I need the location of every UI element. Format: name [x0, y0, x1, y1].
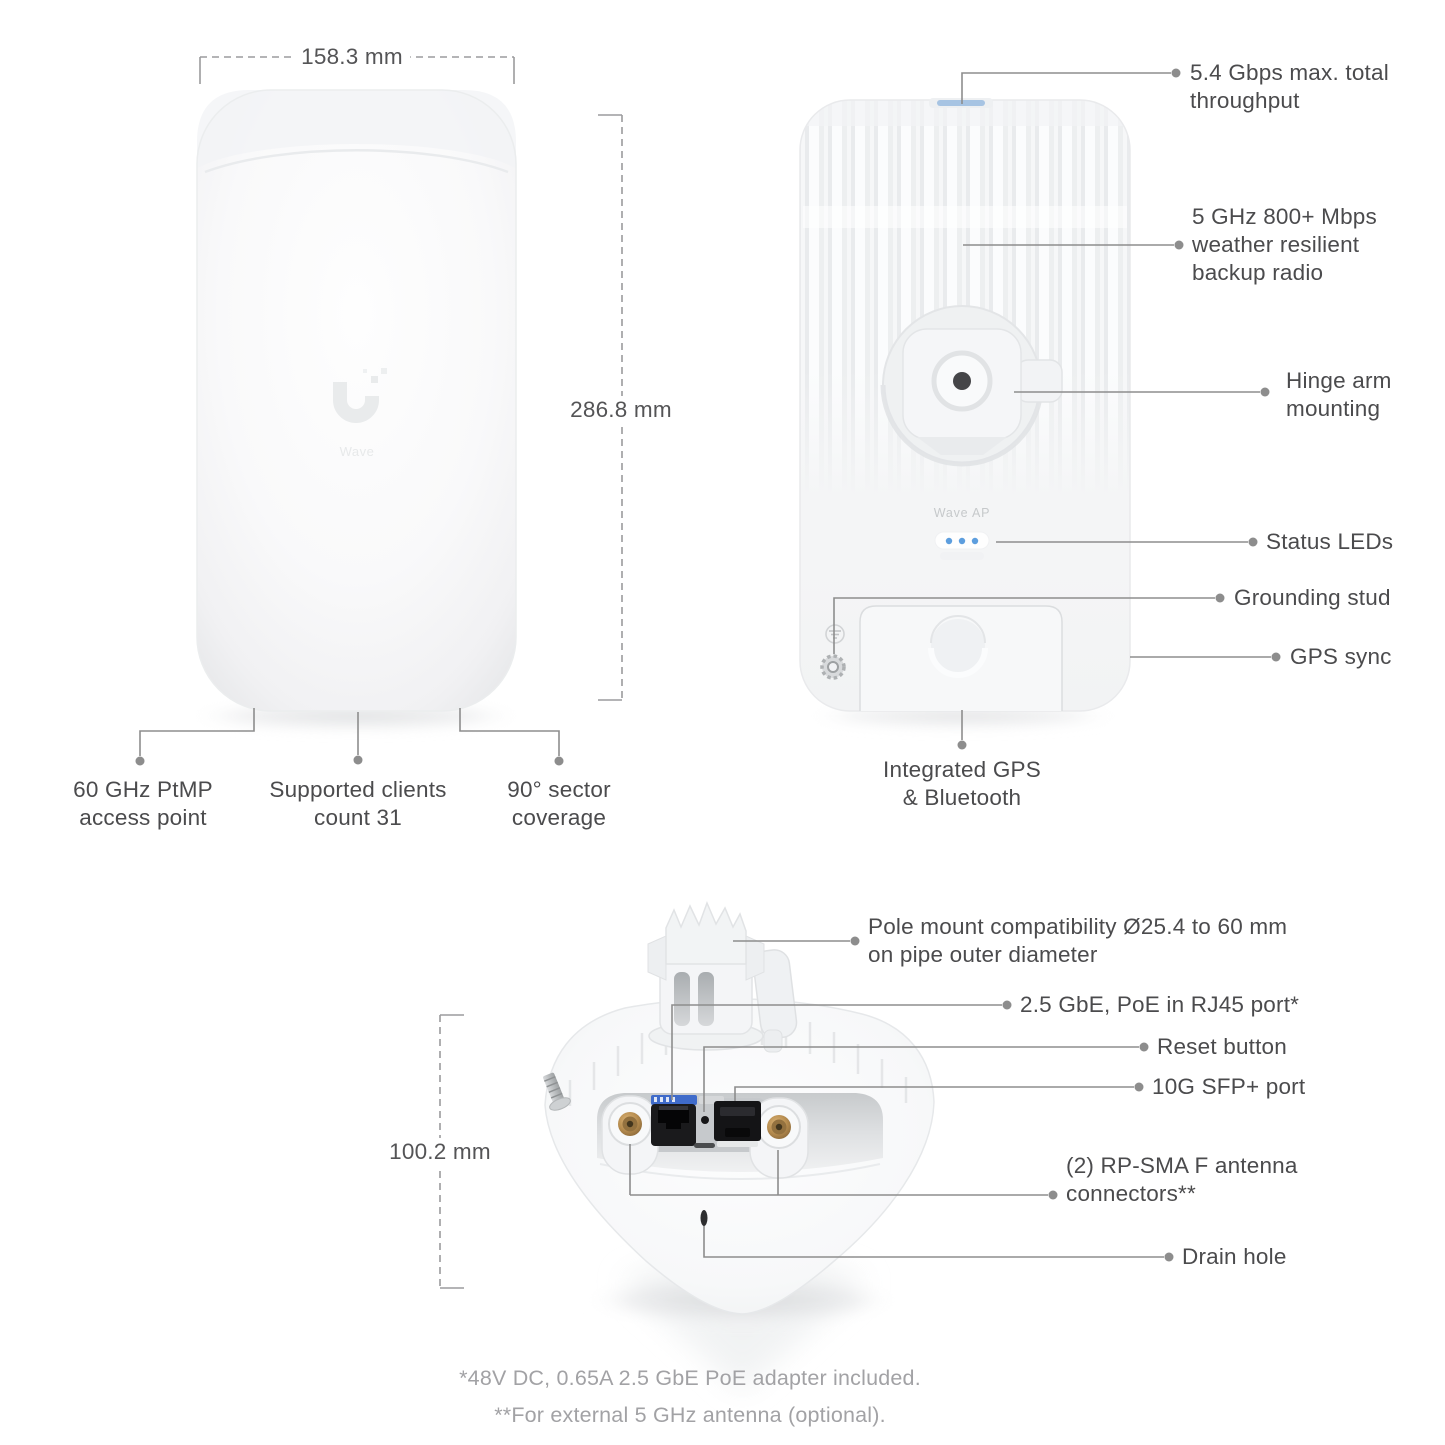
front-width-dimension: 158.3 mm [294, 43, 410, 71]
callout-line: Supported clients [269, 777, 447, 802]
back-device-label: Wave AP [933, 506, 991, 520]
rp-sma-connector-right-icon [757, 1105, 801, 1149]
callout-rj45-port: 2.5 GbE, PoE in RJ45 port* [1020, 992, 1300, 1017]
callout-line: backup radio [1192, 260, 1324, 285]
bottom-plate-icon [859, 605, 1063, 711]
front-height-dimension: 286.8 mm [563, 396, 679, 424]
callout-line: 90° sector [507, 777, 611, 802]
callout-grounding-stud: Grounding stud [1234, 585, 1391, 610]
callout-supported-clients: Supported clients count 31 [269, 776, 446, 832]
hinge-arm-mount-icon [880, 305, 1063, 467]
status-leds-icon [934, 531, 990, 560]
callout-line: 5 GHz 800+ Mbps [1192, 204, 1377, 229]
callout-drain-hole: Drain hole [1182, 1244, 1287, 1269]
callout-backup-radio: 5 GHz 800+ Mbps weather resilient backup… [1192, 203, 1377, 287]
callout-sfp-port: 10G SFP+ port [1152, 1074, 1306, 1099]
sfp-port-icon [714, 1101, 761, 1147]
front-logo-wordmark: Wave [339, 444, 375, 459]
rp-sma-connector-left-icon [608, 1102, 652, 1146]
callout-line: connectors** [1066, 1181, 1196, 1206]
callout-line: throughput [1190, 88, 1300, 113]
reset-button-icon [694, 1116, 715, 1148]
callout-integrated-gps: Integrated GPS & Bluetooth [883, 756, 1041, 812]
front-device-illustration [184, 89, 528, 731]
callout-throughput: 5.4 Gbps max. total throughput [1190, 59, 1389, 115]
callout-dots [135, 68, 1281, 1262]
callout-pole-mount: Pole mount compatibility Ø25.4 to 60 mm … [868, 913, 1287, 969]
callout-antenna-connectors: (2) RP-SMA F antenna connectors** [1066, 1152, 1298, 1208]
callout-hinge-arm: Hinge arm mounting [1286, 367, 1392, 423]
back-device-illustration [799, 98, 1131, 729]
callout-lines [139, 72, 1271, 1258]
ubiquiti-u-logo-icon [333, 368, 387, 423]
callout-sector-coverage: 90° sector coverage [507, 776, 611, 832]
footnote-external-antenna: **For external 5 GHz antenna (optional). [494, 1403, 886, 1427]
callout-60ghz-ptmp: 60 GHz PtMP access point [73, 776, 213, 832]
callout-status-leds: Status LEDs [1266, 529, 1394, 554]
callout-gps-sync: GPS sync [1290, 644, 1392, 669]
callout-line: 5.4 Gbps max. total [1190, 60, 1389, 85]
callout-reset-button: Reset button [1157, 1034, 1287, 1059]
callout-line: count 31 [314, 805, 402, 830]
drain-hole-icon [700, 1210, 708, 1226]
callout-line: & Bluetooth [902, 785, 1022, 810]
callout-line: 60 GHz PtMP [73, 777, 213, 802]
bottom-device-illustration [543, 900, 935, 1392]
bottom-height-dimension: 100.2 mm [382, 1138, 498, 1166]
rj45-port-icon [651, 1095, 724, 1146]
callout-line: mounting [1286, 396, 1381, 421]
pole-mount-icon [647, 900, 798, 1053]
callout-line: coverage [511, 805, 607, 830]
gps-antenna-strip-icon [937, 100, 985, 106]
callout-line: on pipe outer diameter [868, 942, 1098, 967]
callout-line: access point [79, 805, 207, 830]
grounding-bolt-icon [543, 1072, 571, 1111]
callout-line: Pole mount compatibility Ø25.4 to 60 mm [868, 914, 1288, 939]
grounding-stud-icon [820, 624, 846, 680]
footnote-poe-adapter: *48V DC, 0.65A 2.5 GbE PoE adapter inclu… [459, 1366, 921, 1390]
callout-line: weather resilient [1192, 232, 1360, 257]
callout-line: Integrated GPS [883, 757, 1041, 782]
callout-line: (2) RP-SMA F antenna [1066, 1153, 1298, 1178]
callout-line: Hinge arm [1286, 368, 1392, 393]
